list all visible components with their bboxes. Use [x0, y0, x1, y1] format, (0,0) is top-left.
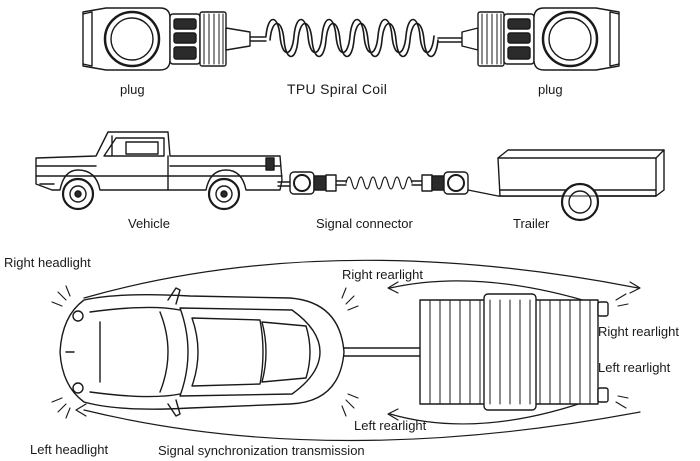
car-top-view-illustration [59, 287, 345, 417]
plug-right-illustration [461, 7, 620, 71]
label-right-rearlight-side: Right rearlight [598, 324, 679, 339]
trailer-top-view-illustration [419, 293, 609, 411]
label-left-headlight: Left headlight [30, 442, 109, 457]
drawbar-illustration [343, 347, 421, 357]
label-right-rearlight-top: Right rearlight [342, 267, 423, 282]
label-trailer: Trailer [513, 216, 550, 231]
label-vehicle: Vehicle [128, 216, 170, 231]
trailer-illustration [467, 149, 665, 222]
label-coil: TPU Spiral Coil [287, 81, 388, 97]
label-left-rearlight-side: Left rearlight [598, 360, 671, 375]
signal-connector-illustration [289, 171, 469, 195]
light-rays [51, 285, 629, 419]
label-plug-left: plug [120, 82, 145, 97]
plug-left-illustration [82, 7, 267, 71]
spiral-coil-illustration [265, 18, 463, 58]
arc-top-arrow [83, 259, 641, 299]
label-right-headlight: Right headlight [4, 255, 91, 270]
arc-top-inner-arrow [387, 280, 597, 305]
arc-bottom-inner-arrow [387, 397, 597, 425]
label-plug-right: plug [538, 82, 563, 97]
label-transmission: Signal synchronization transmission [158, 443, 365, 458]
pickup-truck-illustration [35, 131, 293, 211]
arc-bottom-arrow [75, 403, 641, 442]
label-signal-connector: Signal connector [316, 216, 413, 231]
label-left-rearlight-bottom: Left rearlight [354, 418, 427, 433]
